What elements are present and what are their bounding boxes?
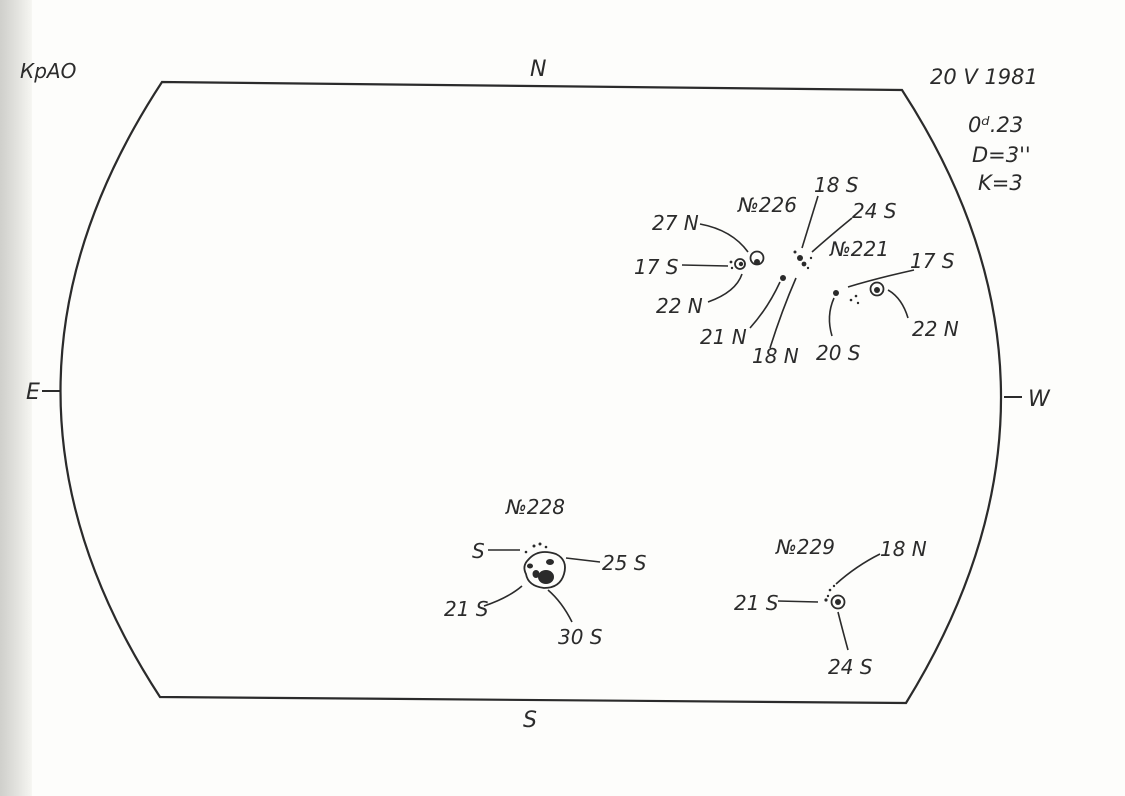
group-229-spots — [824, 584, 846, 610]
group-228-label-s: S — [472, 539, 485, 563]
group-221-label-22n: 22 N — [912, 317, 959, 341]
date-label: 20 V 1981 — [930, 65, 1038, 89]
compass-south: S — [523, 708, 537, 733]
group-221-label-17s: 17 S — [910, 249, 955, 273]
group-229-label-18n: 18 N — [880, 537, 927, 561]
group-221-leader-lines — [811, 217, 915, 337]
group-226-label-21n: 21 N — [700, 325, 747, 349]
group-229-leader-lines — [777, 553, 881, 651]
group-226-label-17s: 17 S — [634, 255, 679, 279]
group-228-label-30s: 30 S — [558, 625, 603, 649]
group-226-spots — [729, 250, 813, 281]
compass-north: N — [530, 57, 546, 82]
group-228-id: №228 — [505, 495, 565, 519]
group-228-spots — [523, 542, 566, 589]
group-226-id: №226 — [737, 193, 797, 217]
compass-east: E — [26, 380, 40, 405]
diameter-label: D=3'' — [972, 143, 1031, 167]
group-228-label-21s: 21 S — [444, 597, 489, 621]
group-229-label-24s: 24 S — [828, 655, 873, 679]
group-221-id: №221 — [829, 237, 889, 261]
group-221-spots — [833, 281, 885, 305]
group-226-label-18s: 18 S — [814, 173, 859, 197]
group-221-label-20s: 20 S — [816, 341, 861, 365]
solar-disk-outline — [59, 80, 1003, 705]
observatory-label: КрАО — [20, 59, 76, 83]
group-228-leader-lines — [483, 549, 601, 623]
book-spine-shadow — [0, 0, 32, 796]
time-label: 0ᵈ.23 — [968, 113, 1023, 137]
group-221-label-24s: 24 S — [852, 199, 897, 223]
group-226-label-18n: 18 N — [752, 344, 799, 368]
group-226-leader-lines — [681, 195, 819, 349]
compass-west: W — [1028, 387, 1051, 412]
group-226-label-27n: 27 N — [652, 211, 699, 235]
quality-label: K=3 — [978, 171, 1023, 195]
group-228-label-25s: 25 S — [602, 551, 647, 575]
group-229-id: №229 — [775, 535, 835, 559]
group-229-label-21s: 21 S — [734, 591, 779, 615]
group-226-label-22n: 22 N — [656, 294, 703, 318]
